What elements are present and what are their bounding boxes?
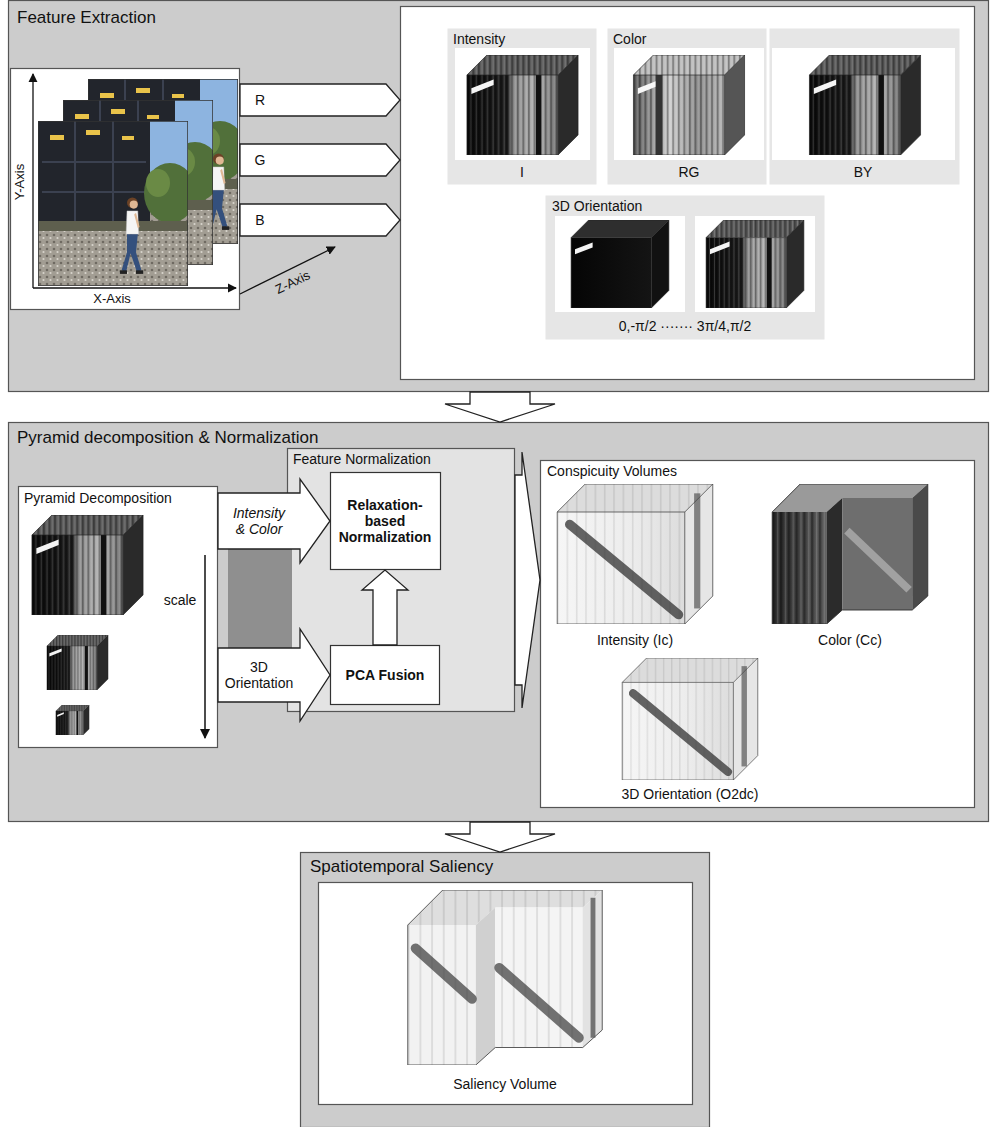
- box-fill: [9, 1, 989, 392]
- box-fill: [546, 196, 825, 340]
- pyramid-box: Pyramid Decomposition scale: [18, 486, 218, 748]
- conspicuity-volumes: [557, 484, 928, 780]
- panel-band: Feature ExtractionY-AxisX-Axis Z-Axis Inte…: [8, 0, 989, 392]
- volume-cube: [622, 658, 758, 780]
- gap-fill: [228, 548, 292, 648]
- edge-label: Intensity & Color: [229, 505, 289, 537]
- edge-label: 3D Orientation: [220, 659, 298, 691]
- saliency-volume: [408, 890, 602, 1065]
- stage-arrow: [445, 822, 555, 852]
- box-fill: [319, 883, 693, 1105]
- feature-group: 3D Orientation 0,-π/2 ······· 3π/4,π/2: [545, 195, 825, 340]
- box-fill: [9, 423, 989, 822]
- group-title: Color: [613, 31, 646, 47]
- panel-title: Pyramid decomposition & Normalization: [17, 428, 318, 448]
- box-fill: [608, 29, 960, 185]
- volume-cube: [557, 484, 713, 624]
- volume-label: Intensity (Ic): [597, 632, 673, 648]
- process-box: Relaxation-based Normalization: [330, 472, 441, 570]
- volume-label: 3D Orientation (O2dc): [622, 786, 759, 802]
- group-title: 3D Orientation: [552, 198, 642, 214]
- video-frame: [38, 121, 196, 286]
- scale-arrow: [204, 555, 206, 738]
- edge-label: B: [255, 212, 264, 228]
- edge-label: R: [255, 92, 265, 108]
- divider-line: [767, 28, 770, 185]
- volume-cube: [408, 890, 602, 1065]
- feature-label: 0,-π/2 ······· 3π/4,π/2: [619, 318, 751, 334]
- feature-label: RG: [679, 164, 700, 180]
- feature-group: ColorRG BY: [607, 28, 960, 185]
- edge-label: G: [255, 152, 266, 168]
- feature-panel: IntensityI ColorRG BY 3D Orientation 0,-π/2 …: [400, 6, 975, 380]
- box-fill: [331, 473, 441, 570]
- axis-label: Z-Axis: [273, 268, 313, 298]
- panel-title: Feature Extraction: [17, 8, 156, 28]
- stage-arrow: [445, 392, 555, 422]
- volume-cube: [47, 635, 108, 690]
- group-title: Intensity: [453, 31, 505, 47]
- image-area: [614, 48, 764, 160]
- axis-line: [32, 74, 33, 288]
- feature-label: BY: [854, 164, 873, 180]
- feature-group: IntensityI: [447, 28, 597, 185]
- feature-volumes: [455, 28, 955, 312]
- feature-label: I: [520, 164, 524, 180]
- panel-band: Pyramid decomposition & NormalizationPyr…: [8, 422, 989, 822]
- video-frames-box: Y-AxisX-AxisZ-Axis: [10, 68, 240, 310]
- normalization-box: Feature NormalizationRelaxation-based No…: [287, 448, 515, 712]
- block-arrow: [218, 629, 330, 721]
- volume-label: Saliency Volume: [453, 1076, 557, 1092]
- video-frames: [38, 79, 246, 286]
- block-arrow: [362, 570, 408, 645]
- volume-cube: [56, 705, 89, 735]
- walking-person: [120, 197, 143, 274]
- group-title: Pyramid Decomposition: [24, 490, 172, 506]
- box-fill: [19, 487, 218, 748]
- box-fill: [301, 853, 710, 1127]
- block-arrow: [218, 479, 330, 563]
- axis-line: [33, 287, 236, 288]
- volume-cube: [809, 55, 920, 155]
- volume-cube: [571, 220, 669, 308]
- volume-cube: [633, 55, 744, 155]
- saliency-box: Saliency Volume: [318, 882, 693, 1105]
- box-fill: [541, 461, 975, 808]
- volume-cube: [772, 484, 928, 624]
- image-area: [555, 216, 685, 312]
- volume-cube: [32, 515, 143, 615]
- volume-cube: [706, 220, 804, 308]
- channel-arrow: [240, 144, 400, 176]
- box-fill: [401, 7, 975, 380]
- image-area: [695, 216, 815, 312]
- process-label: PCA Fusion: [346, 667, 425, 683]
- box-fill: [11, 69, 240, 310]
- image-area: [772, 48, 955, 160]
- volume-cube: [467, 55, 578, 155]
- image-area: [455, 48, 590, 160]
- channel-arrow: [240, 84, 400, 116]
- chevron-arrow: [515, 452, 540, 708]
- group-title: Conspicuity Volumes: [547, 463, 677, 479]
- conspicuity-box: Conspicuity VolumesIntensity (Ic) Color (…: [540, 460, 975, 808]
- volume-label: Color (Cc): [818, 632, 882, 648]
- axis-label: Y-Axis: [13, 164, 28, 200]
- panel-title: Spatiotemporal Saliency: [310, 857, 493, 877]
- channel-arrow: [240, 204, 400, 236]
- panel-band: Spatiotemporal SaliencySaliency Volume: [300, 852, 710, 1127]
- scale-label: scale: [164, 592, 197, 608]
- process-label: Relaxation-based Normalization: [333, 497, 437, 545]
- group-title: Feature Normalization: [293, 451, 431, 467]
- axis-label: X-Axis: [93, 292, 131, 307]
- process-box: PCA Fusion: [330, 645, 440, 705]
- box-fill: [448, 29, 597, 185]
- box-fill: [331, 646, 440, 705]
